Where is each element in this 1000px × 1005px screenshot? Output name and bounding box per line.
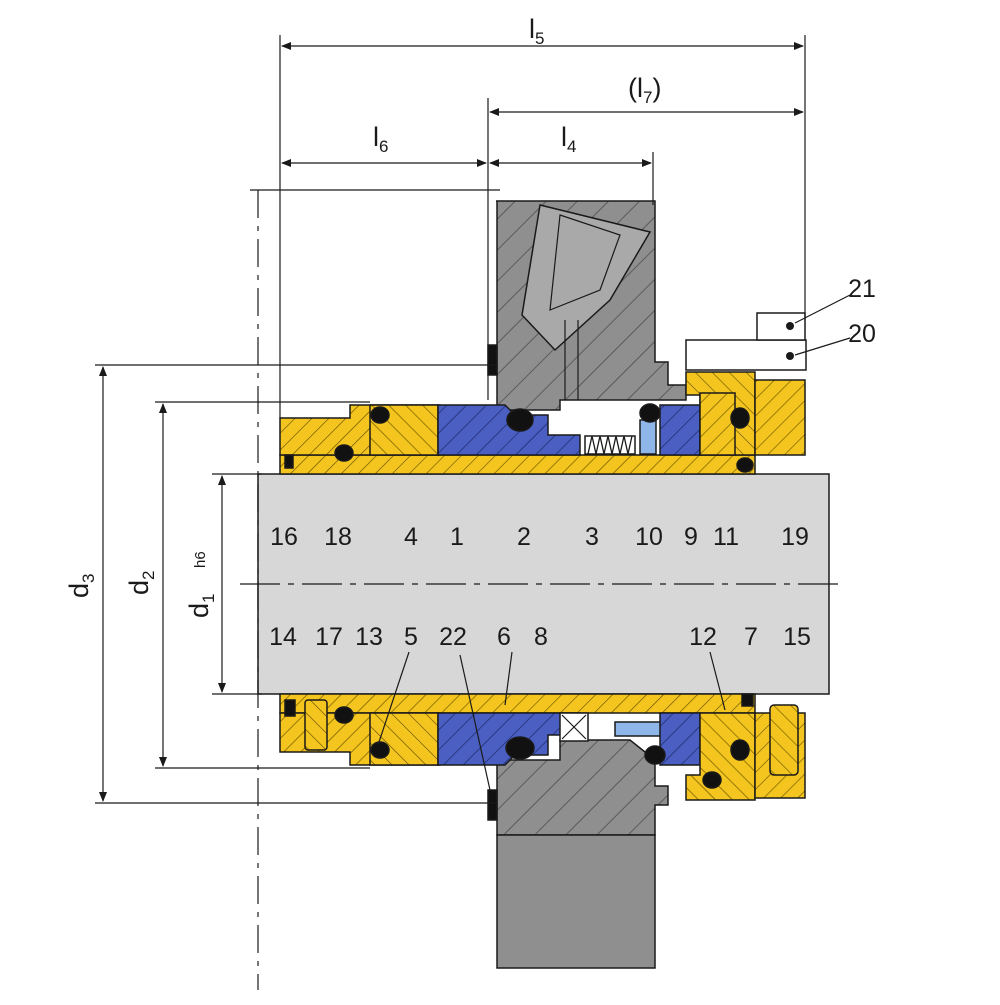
dim-l4: l4 [561,122,576,156]
grub-screw-17 [304,699,328,751]
housing [496,200,687,969]
seal-face-9-lower [659,712,701,766]
part-labels-upper: 16 18 4 1 2 3 10 9 11 19 [270,523,809,551]
part-label-5: 5 [404,623,418,651]
dim-l7: (l7) [628,73,661,107]
oring-12-lower [730,739,750,761]
oring-2-upper [506,408,534,432]
part-label-16: 16 [270,523,298,551]
upper-assembly [279,312,807,475]
oring-11-upper [730,407,750,429]
gasket-22-lower [487,789,498,821]
part-label-14: 14 [269,623,297,651]
lower-assembly [279,693,806,821]
dimension-lines [95,35,851,990]
part-label-13: 13 [355,623,383,651]
dim-d2: d2 [124,571,158,596]
part-label-18: 18 [324,523,352,551]
oring-lower-right [702,771,722,789]
oring-pin-lower [644,745,666,765]
dim-l6: l6 [373,122,388,156]
part-label-19: 19 [781,523,809,551]
pin-10-upper [639,419,657,455]
collar-19-upper [754,379,806,456]
part-label-6: 6 [497,623,511,651]
part-label-7: 7 [744,623,758,651]
part-labels-right: 21 20 [848,275,876,348]
part-label-1: 1 [450,523,464,551]
dim-d1-tolerance: h6 [192,551,209,568]
part-label-11: 11 [713,523,739,551]
gasket-22-upper [487,344,498,376]
housing-base [496,834,656,969]
part-label-17: 17 [315,623,343,651]
screw-14 [284,699,296,717]
part-label-10: 10 [635,523,663,551]
oring-7-lower [741,693,754,707]
grub-screw-15 [769,704,799,776]
part-label-8: 8 [534,623,548,651]
part-label-22: 22 [439,623,467,651]
oring-18-upper [334,444,354,462]
seal-face-1-upper [437,404,581,456]
oring-10-upper [639,403,661,423]
part-label-12: 12 [689,623,717,651]
pin-lower [614,721,668,737]
dim-d3: d3 [64,574,98,599]
oring-7-upper [736,457,754,473]
part-label-21: 21 [848,275,876,303]
part-label-3: 3 [585,523,599,551]
shaft [240,473,845,695]
setting-clip-20 [685,339,807,371]
dim-l5: l5 [529,14,544,48]
part-label-2: 2 [517,523,531,551]
oring-13-lower [334,706,354,724]
screw-16 [284,454,294,469]
seat-11-inner [699,392,736,456]
dim-d1: d1 [184,594,218,619]
seal-face-1-lower [437,712,581,766]
part-label-15: 15 [783,623,811,651]
part-label-4: 4 [404,523,418,551]
dimension-labels: l5 (l7) l6 l4 d3 d2 d1 h6 [64,14,661,618]
seal-face-9-upper [659,404,701,456]
oring-5-lower [370,741,390,759]
oring-lower-face [505,736,535,760]
setting-clip-21 [756,312,806,341]
part-label-20: 20 [848,320,876,348]
part-label-9: 9 [684,523,698,551]
oring-top-collar [370,406,390,424]
